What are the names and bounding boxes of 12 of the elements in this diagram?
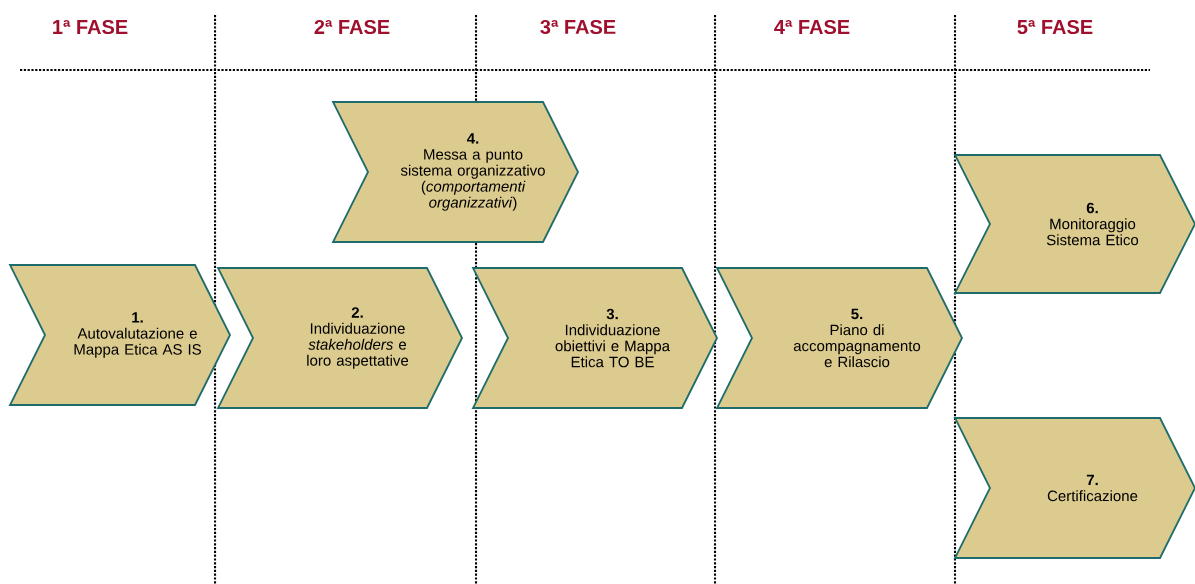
phase-heading: 2ª FASE	[314, 19, 390, 35]
process-step: 5. Piano di accompagnamento e Rilascio	[715, 267, 963, 409]
phase-heading: 5ª FASE	[1017, 19, 1093, 35]
phase-heading: 3ª FASE	[540, 19, 616, 35]
process-step: 7. Certificazione	[953, 417, 1195, 559]
process-step: 2. Individuazione stakeholders e loro aspettative	[216, 267, 463, 409]
process-step: 1. Autovalutazione e Mappa Etica AS IS	[8, 264, 231, 406]
process-step: 3. Individuazione obiettivi e Mappa Etica TO BE	[471, 267, 718, 409]
process-step: 6. Monitoraggio Sistema Etico	[953, 154, 1195, 294]
phase-heading: 4ª FASE	[774, 19, 850, 35]
phase-heading: 1ª FASE	[53, 19, 128, 35]
process-step: 4. Messa a punto sistema organizzativo (comportamenti organizzativi)	[331, 101, 579, 243]
